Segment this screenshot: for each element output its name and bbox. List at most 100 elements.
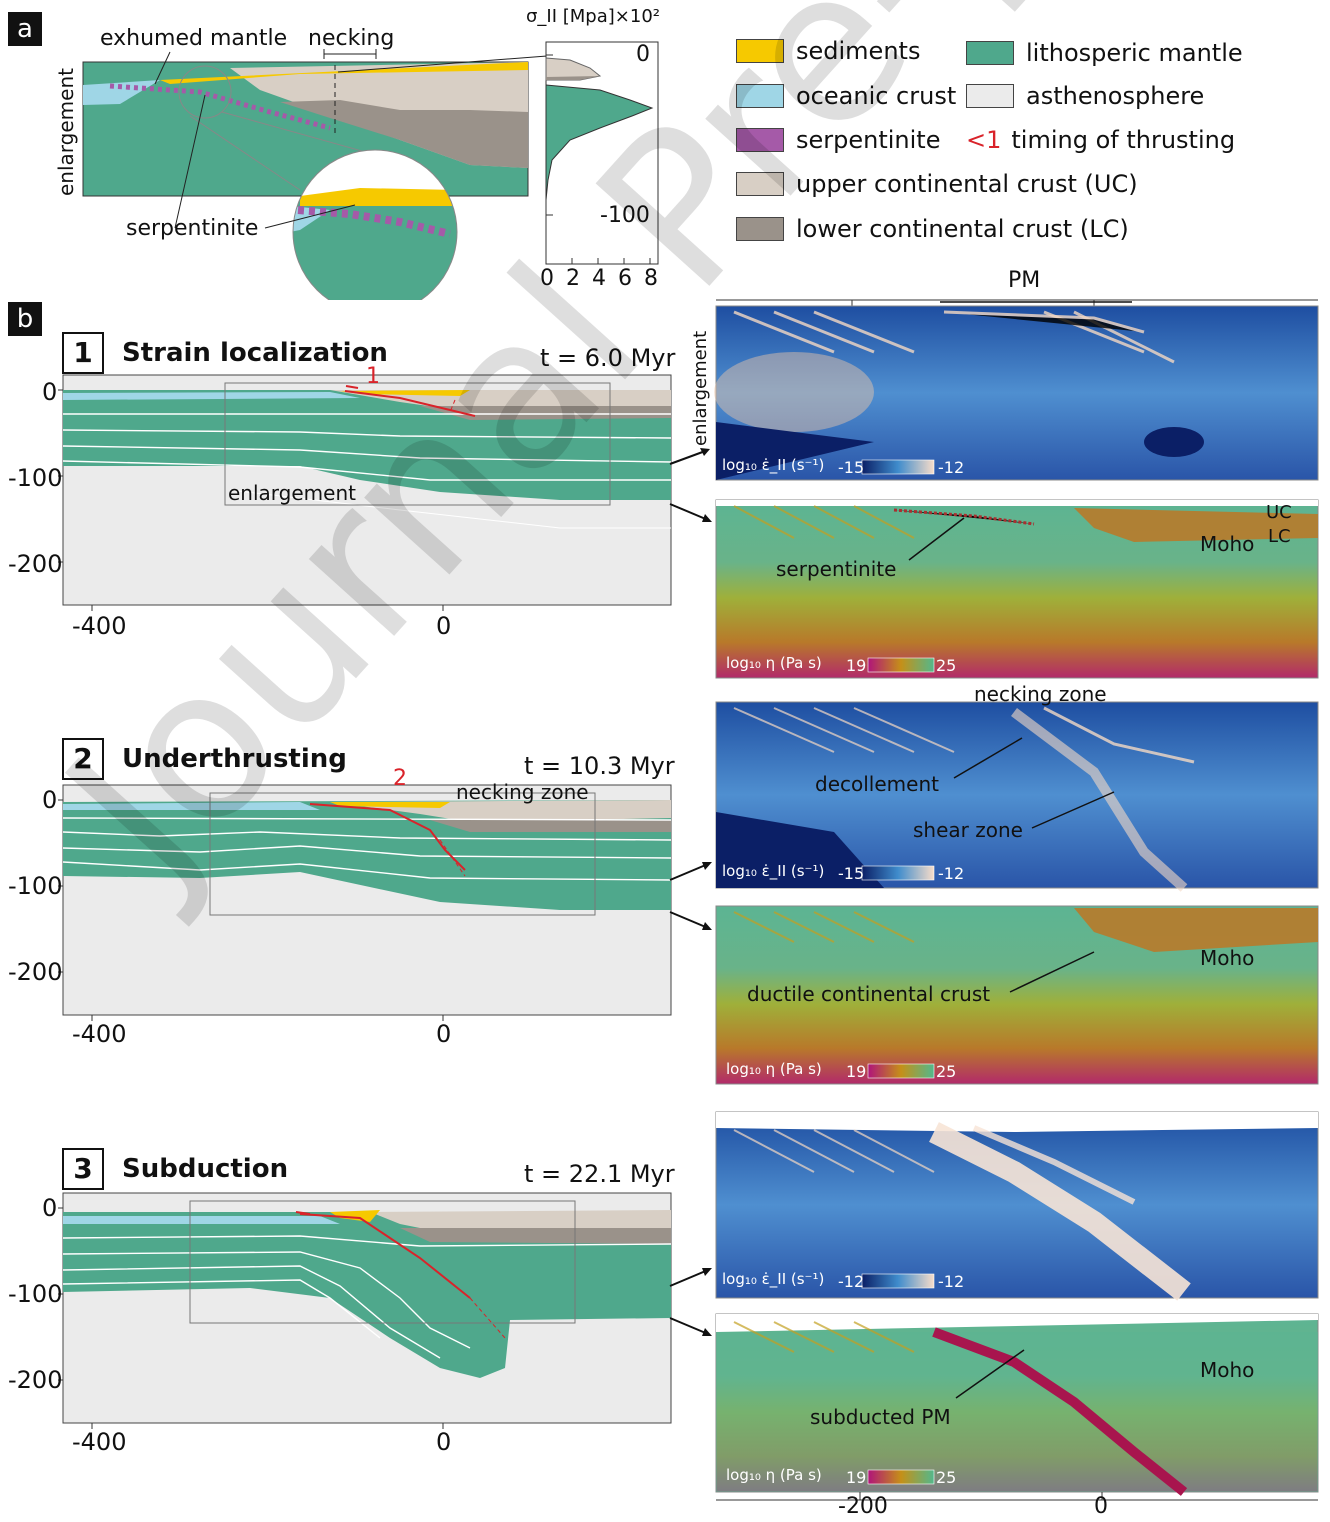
serpentinite-band: [109, 83, 331, 131]
enlargement-right-label: enlargement: [690, 330, 711, 446]
visc-label-2: log₁₀ η (Pa s): [726, 1060, 822, 1078]
stress-pointer: [337, 54, 561, 73]
s1-xtick-0: 0: [436, 612, 452, 640]
legend-asthenosphere: asthenosphere: [966, 82, 1204, 110]
s1-ytick-200: -200: [8, 550, 63, 578]
s2-ytick-0: 0: [42, 786, 58, 814]
s3-ytick-0: 0: [42, 1194, 58, 1222]
subducted-pm-label: subducted PM: [810, 1405, 951, 1429]
strain-label-3: log₁₀ ε̇_II (s⁻¹): [722, 1270, 825, 1288]
legend-lower-crust: lower continental crust (LC): [736, 215, 1129, 243]
enlargement-vertical-label: enlargement: [54, 68, 78, 196]
visc-min-1: 19: [846, 656, 867, 675]
stress-xtick-2: 2: [566, 266, 580, 291]
oceanic-crust-wedge: [83, 80, 160, 105]
legend-lithospheric-mantle: lithosperic mantle: [966, 39, 1243, 67]
exhumed-mantle-label: exhumed mantle: [100, 26, 288, 51]
zoom-line-1: [189, 115, 301, 191]
strain-label-2: log₁₀ ε̇_II (s⁻¹): [722, 862, 825, 880]
arrow-3b: [669, 1317, 712, 1336]
visc-label-1: log₁₀ η (Pa s): [726, 654, 822, 672]
panel-a-section: [82, 49, 561, 300]
necking-label: necking: [308, 26, 395, 51]
stress-mantle: [545, 84, 654, 201]
panel-a-letter: a: [8, 12, 42, 46]
serpentinite-right-label: serpentinite: [776, 557, 897, 581]
s2-ytick-200: -200: [8, 958, 63, 986]
visc-max-1: 25: [936, 656, 957, 675]
exhumed-pointer: [154, 51, 171, 85]
visc-label-3: log₁₀ η (Pa s): [726, 1466, 822, 1484]
stage-2-section: [58, 784, 672, 1021]
zoom-circle-small: [178, 65, 232, 119]
s1-ytick-100: -100: [8, 464, 63, 492]
s3-ytick-200: -200: [8, 1366, 63, 1394]
moho-label-2: Moho: [1200, 946, 1255, 970]
necking-zone-right-label: necking zone: [974, 682, 1107, 706]
legend-upper-crust: upper continental crust (UC): [736, 170, 1138, 198]
shear-zone-label: shear zone: [913, 818, 1023, 842]
stress-profile: [545, 41, 659, 265]
arrow-pair-1: [669, 448, 710, 465]
stage-1-thrust-marker: 1: [366, 364, 380, 389]
s1-xtick-400: -400: [72, 612, 127, 640]
serpentinite-label: serpentinite: [126, 216, 259, 241]
strain-max-2: -12: [938, 864, 965, 883]
s2-xtick-400: -400: [72, 1020, 127, 1048]
s2-ytick-100: -100: [8, 872, 63, 900]
moho-label-3: Moho: [1200, 1358, 1255, 1382]
moho-label-1: Moho: [1200, 532, 1255, 556]
stress-ytick-100: -100: [600, 203, 650, 228]
stage-1-time: t = 6.0 Myr: [540, 344, 676, 372]
decollement-label: decollement: [815, 772, 939, 796]
legend-sediments: sediments: [736, 37, 920, 65]
right-panels: [714, 299, 1319, 1501]
stage-1-enlargement-label: enlargement: [228, 481, 356, 505]
zoom-circle-large: [292, 149, 458, 300]
arrow-2b: [669, 911, 712, 930]
stress-ytick-0: 0: [636, 42, 650, 67]
right-xtick-0: 0: [1094, 1494, 1108, 1519]
serpentinite-pointer: [174, 94, 206, 229]
strain-max-3: -12: [938, 1272, 965, 1291]
stage-2-time: t = 10.3 Myr: [524, 752, 675, 780]
strain-min-1: -15: [838, 458, 865, 477]
s3-xtick-0: 0: [436, 1428, 452, 1456]
s3-xtick-400: -400: [72, 1428, 127, 1456]
strain-min-3: -12: [838, 1272, 865, 1291]
stage-2-thrust-marker: 2: [393, 766, 407, 791]
arrow-2a: [669, 862, 712, 881]
visc-max-2: 25: [936, 1062, 957, 1081]
ductile-crust-label: ductile continental crust: [747, 982, 991, 1006]
visc-max-3: 25: [936, 1468, 957, 1487]
right-xtick-200: -200: [838, 1494, 888, 1519]
stage-3-time: t = 22.1 Myr: [524, 1160, 675, 1188]
arrow-3a: [669, 1268, 712, 1287]
s2-xtick-0: 0: [436, 1020, 452, 1048]
legend-oceanic-crust: oceanic crust: [736, 82, 956, 110]
stage-2-necking-label: necking zone: [456, 780, 589, 804]
visc-min-3: 19: [846, 1468, 867, 1487]
stage-1-section: [58, 374, 672, 611]
panel-b-letter: b: [8, 302, 42, 336]
s3-ytick-100: -100: [8, 1280, 63, 1308]
lower-crust-block: [280, 100, 528, 168]
sediment-layer: [160, 62, 528, 84]
arrow-1b: [669, 503, 712, 522]
stress-xtick-4: 4: [592, 266, 606, 291]
stress-xtick-8: 8: [644, 266, 658, 291]
uc-label: UC: [1266, 502, 1292, 523]
s1-ytick-0: 0: [42, 378, 58, 406]
lc-label: LC: [1268, 526, 1291, 547]
stress-axis-title: σ_II [Mpa]×10²: [526, 6, 660, 27]
stage-3-section: [58, 1192, 672, 1429]
pm-label: PM: [1008, 268, 1041, 293]
strain-min-2: -15: [838, 864, 865, 883]
stress-xtick-6: 6: [618, 266, 632, 291]
stress-xtick-0: 0: [540, 266, 554, 291]
strain-max-1: -12: [938, 458, 965, 477]
visc-min-2: 19: [846, 1062, 867, 1081]
